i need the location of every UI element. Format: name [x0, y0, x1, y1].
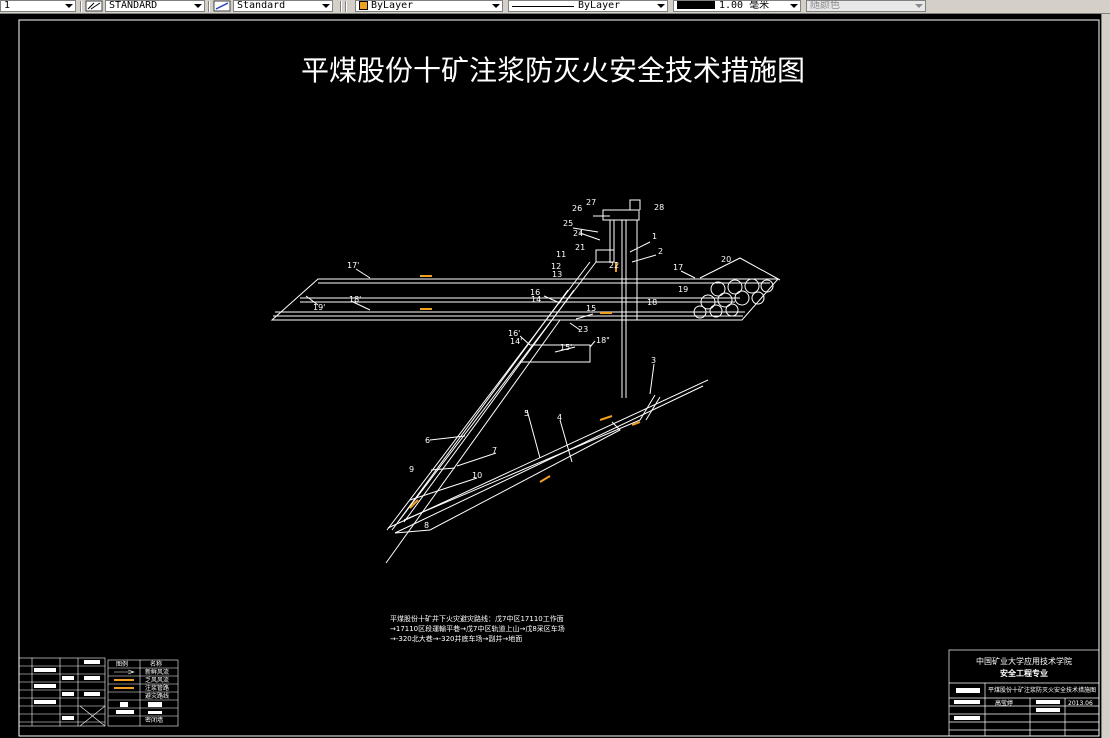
lineweight-value: 1.00 毫米 [719, 0, 770, 11]
label-18-double-prime: 18" [596, 336, 610, 345]
chevron-down-icon[interactable] [194, 4, 202, 8]
label-25: 25 [563, 219, 573, 228]
major-name: 安全工程专业 [1000, 668, 1048, 678]
goaf-circles [693, 278, 774, 319]
label-24: 24 [573, 229, 583, 238]
label-18-prime: 18' [349, 295, 361, 304]
layer-value: 1 [4, 0, 11, 11]
lineweight-preview [677, 1, 715, 9]
vertical-scrollbar[interactable] [1101, 14, 1110, 738]
label-14-prime: 14' [510, 337, 522, 346]
note-line-2: →17110区段運輸平巷→戊7中区轨道上山→戊8采区车场 [390, 624, 565, 633]
note-line-1: 平煤股份十矿井下火灾避灾路线：戊7中区17110工作面 [390, 614, 564, 623]
dim-style-icon[interactable] [213, 0, 231, 12]
label-19-prime: 19' [313, 303, 325, 312]
chevron-down-icon[interactable] [657, 4, 665, 8]
legend-row-8: 密闭墙 [145, 716, 163, 724]
label-6: 6 [425, 436, 430, 445]
toolbar-separator [340, 1, 342, 12]
label-16-prime: 16' [508, 329, 520, 338]
linetype-dropdown[interactable]: ByLayer [508, 0, 668, 12]
label-21: 21 [575, 243, 585, 252]
label-3: 3 [651, 356, 656, 365]
text-style-icon[interactable] [85, 0, 103, 12]
dim-style-dropdown[interactable]: Standard [233, 0, 333, 12]
label-16: 16 [530, 288, 540, 297]
color-swatch [359, 1, 368, 10]
label-17-prime: 17' [347, 261, 359, 270]
chevron-down-icon[interactable] [322, 4, 330, 8]
legend-row-3: 注浆管路 [145, 684, 169, 692]
note-line-3: →-320北大巷→-320井底车场→副井→地面 [390, 634, 522, 643]
label-15-prime: 15' [560, 343, 572, 352]
drawing-date: 2013.06 [1068, 700, 1093, 707]
title-block-text: 中国矿业大学应用技术学院 安全工程专业 平煤股份十矿注浆防灭火安全技术措施图 高… [976, 656, 1096, 707]
label-18: 18 [647, 298, 657, 307]
drawing-border [18, 19, 1100, 737]
layer-dropdown[interactable]: 1 [0, 0, 76, 12]
label-28: 28 [654, 203, 664, 212]
properties-toolbar: 1 STANDARD Standard ByLayer ByLayer 1.00… [0, 0, 1110, 14]
label-22: 22 [609, 261, 619, 270]
mine-schematic [270, 199, 781, 564]
airflow-arrows [409, 262, 641, 509]
label-10: 10 [472, 471, 482, 480]
linetype-preview [512, 1, 574, 7]
legend-header-symbol: 图例 [116, 660, 128, 668]
chevron-down-icon[interactable] [790, 4, 798, 8]
label-17: 17 [673, 263, 683, 272]
toolbar-separator [345, 1, 347, 12]
text-style-value: STANDARD [109, 0, 158, 11]
drawing-title: 平煤股份十矿注浆防灭火安全技术措施图 [301, 54, 805, 87]
legend-header-name: 名称 [150, 660, 162, 668]
label-9: 9 [409, 465, 414, 474]
color-dropdown[interactable]: ByLayer [355, 0, 503, 12]
text-style-dropdown[interactable]: STANDARD [105, 0, 205, 12]
label-8: 8 [424, 521, 429, 530]
label-2: 2 [658, 247, 663, 256]
legend-labels: 图例 名称 新鲜风流 乏风风流 注浆管路 避灾路线 密闭墙 [116, 660, 169, 724]
chevron-down-icon[interactable] [492, 4, 500, 8]
label-13: 13 [552, 270, 562, 279]
label-11: 11 [556, 250, 566, 259]
label-14: 14 [531, 295, 541, 304]
escape-route-note: 平煤股份十矿井下火灾避灾路线：戊7中区17110工作面 →17110区段運輸平巷… [390, 614, 565, 643]
callout-labels: 1 2 3 4 5 6 7 8 9 10 11 12 13 14 14' 15 … [313, 198, 731, 530]
dim-style-value: Standard [237, 0, 286, 11]
chevron-down-icon[interactable] [915, 4, 923, 8]
plotstyle-dropdown[interactable]: 随颜色 [806, 0, 926, 12]
chevron-down-icon[interactable] [65, 4, 73, 8]
label-23: 23 [578, 325, 588, 334]
label-7: 7 [492, 446, 497, 455]
toolbar-separator [208, 1, 210, 12]
label-4: 4 [557, 413, 562, 422]
label-20: 20 [721, 255, 731, 264]
drawing-canvas[interactable]: 平煤股份十矿注浆防灭火安全技术措施图 [0, 14, 1101, 738]
revision-table [18, 657, 106, 727]
legend-row-4: 避灾路线 [145, 692, 169, 700]
legend-row-2: 乏风风流 [145, 676, 169, 684]
legend-table [107, 659, 179, 727]
label-1: 1 [652, 232, 657, 241]
institution-name: 中国矿业大学应用技术学院 [976, 656, 1072, 666]
label-19: 19 [678, 285, 688, 294]
label-27: 27 [586, 198, 596, 207]
title-block [948, 649, 1100, 737]
lineweight-dropdown[interactable]: 1.00 毫米 [673, 0, 801, 12]
linetype-value: ByLayer [578, 0, 621, 11]
drawing-name: 平煤股份十矿注浆防灭火安全技术措施图 [988, 686, 1096, 694]
toolbar-separator [80, 1, 82, 12]
label-12: 12 [551, 262, 561, 271]
color-value: ByLayer [371, 0, 414, 11]
label-26: 26 [572, 204, 582, 213]
plotstyle-value: 随颜色 [810, 0, 840, 11]
label-5: 5 [524, 409, 529, 418]
label-15: 15 [586, 304, 596, 313]
legend-row-1: 新鲜风流 [145, 668, 169, 676]
designer-name: 高莹婷 [995, 699, 1013, 707]
